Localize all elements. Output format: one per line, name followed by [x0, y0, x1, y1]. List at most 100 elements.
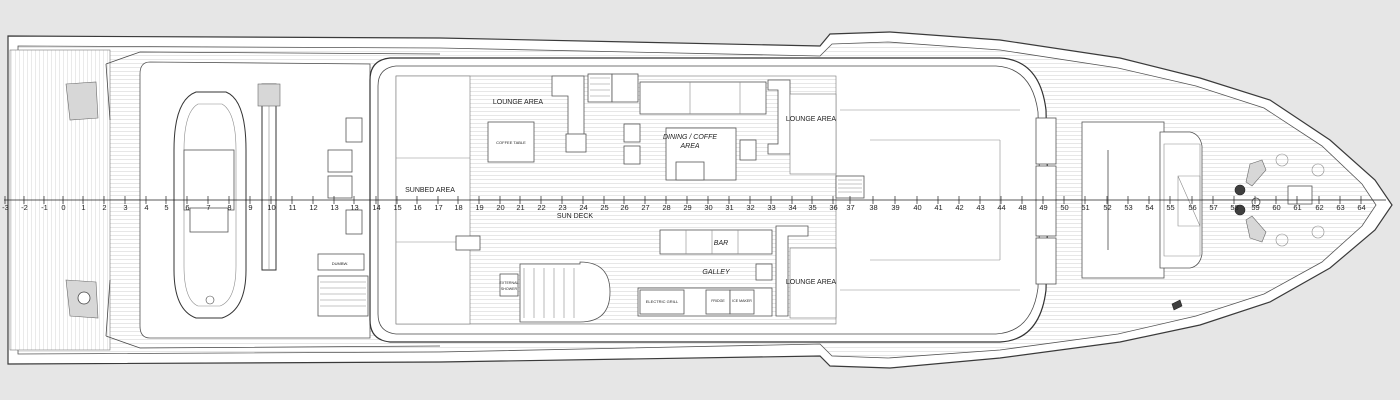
frame-number: 6	[185, 203, 189, 212]
frame-number: 9	[248, 203, 252, 212]
external-shower	[499, 273, 519, 297]
coffee-table-label: COFFEE TABLE	[496, 140, 526, 145]
bow-locker	[1287, 185, 1313, 205]
fridge	[705, 289, 731, 315]
frame-number: 13	[350, 203, 358, 212]
tender-inner	[183, 103, 237, 307]
frame-number: 29	[683, 203, 691, 212]
frame-number: 23	[558, 203, 566, 212]
frame-number: 26	[620, 203, 628, 212]
aft-bulwark-port	[105, 51, 441, 121]
frame-number: 64	[1357, 203, 1365, 212]
fwd-cushion-port	[1035, 117, 1057, 165]
bar-label: BAR	[714, 240, 728, 247]
frame-number: 15	[393, 203, 401, 212]
lounge-right-bottom-zone	[789, 247, 837, 319]
tender-console	[183, 149, 235, 211]
aft-cushion-3	[345, 117, 363, 143]
deck-grille	[835, 175, 865, 199]
galley-zone	[455, 235, 481, 251]
electric-grill	[639, 289, 685, 315]
frame-number: 54	[1145, 203, 1153, 212]
frame-number: 61	[1293, 203, 1301, 212]
frame-number: 1	[81, 203, 85, 212]
bow-hatch-circle	[1311, 225, 1325, 239]
frame-number: 57	[1209, 203, 1217, 212]
tender-cleat-icon	[205, 295, 215, 305]
frame-number: 44	[997, 203, 1005, 212]
frame-number: 24	[579, 203, 587, 212]
anchor-windlass-stbd	[1245, 215, 1267, 243]
lounge-area-right-bottom-label: LOUNGE AREA	[786, 279, 837, 286]
frame-number: 4	[144, 203, 148, 212]
frame-number: 40	[913, 203, 921, 212]
dining-chair-3	[739, 139, 757, 161]
frame-number: 25	[600, 203, 608, 212]
frame-number: 13	[330, 203, 338, 212]
frame-number: 58	[1230, 203, 1238, 212]
frame-number: 59	[1251, 203, 1259, 212]
lounge-area-top-label: LOUNGE AREA	[493, 99, 544, 106]
fridge-label: FRIDGE	[711, 299, 725, 303]
crane-base	[257, 83, 281, 107]
bow-hatch-circle	[1275, 153, 1289, 167]
frame-number: 10	[267, 203, 275, 212]
frame-number: 28	[662, 203, 670, 212]
frame-number: 17	[434, 203, 442, 212]
frame-number: 7	[206, 203, 210, 212]
frame-number: 42	[955, 203, 963, 212]
dumbwaiter-label: DUMBW.	[332, 261, 348, 266]
frame-number: 39	[891, 203, 899, 212]
frame-number: 34	[788, 203, 796, 212]
spiral-stair	[519, 261, 611, 323]
frame-number: 43	[976, 203, 984, 212]
bow-hatch-circle	[1311, 163, 1325, 177]
frame-number: 55	[1166, 203, 1174, 212]
electric-grill-label: ELECTRIC GRILL	[646, 299, 679, 304]
frame-number: 19	[475, 203, 483, 212]
cabinet-top	[611, 73, 639, 103]
aft-seat-bench	[317, 275, 369, 317]
dining-area-label-1: DINING / COFFE	[663, 134, 717, 141]
sun-deck-label: SUN DECK	[557, 213, 594, 220]
tender-seat	[189, 207, 229, 233]
frame-number: 2	[102, 203, 106, 212]
bow-cleat	[1171, 299, 1183, 311]
frame-number: 49	[1039, 203, 1047, 212]
frame-number: 18	[454, 203, 462, 212]
frame-number: 8	[227, 203, 231, 212]
dumbwaiter	[317, 253, 365, 271]
frame-number: -1	[41, 203, 48, 212]
bow-seat-inner	[1163, 143, 1201, 257]
frame-number: 31	[725, 203, 733, 212]
frame-number: 11	[289, 203, 297, 212]
frame-number: 12	[309, 203, 317, 212]
galley-label: GALLEY	[702, 269, 731, 276]
frame-number: 41	[934, 203, 942, 212]
frame-number: 38	[869, 203, 877, 212]
chain-gypsy-icon	[1234, 204, 1246, 216]
frame-number: 30	[704, 203, 712, 212]
aft-stair-port	[65, 81, 99, 121]
ice-maker-label: ICE MAKER	[732, 299, 752, 303]
frame-number: 62	[1315, 203, 1323, 212]
aft-cushion-4	[345, 209, 363, 235]
frame-number: 22	[537, 203, 545, 212]
frame-number: 56	[1188, 203, 1196, 212]
frame-number: 32	[746, 203, 754, 212]
frame-number: 27	[641, 203, 649, 212]
frame-number: 14	[372, 203, 380, 212]
sink	[755, 263, 773, 281]
aft-bulwark-stbd	[105, 279, 441, 349]
frame-number: 16	[413, 203, 421, 212]
frame-number: -3	[2, 203, 9, 212]
dining-chair-1	[623, 123, 641, 143]
lounge-area-right-top-label: LOUNGE AREA	[786, 116, 837, 123]
frame-number: 0	[61, 203, 65, 212]
frame-ticks	[4, 196, 1362, 204]
frame-number: 53	[1124, 203, 1132, 212]
dining-sideboard	[639, 81, 767, 115]
frame-number: 50	[1060, 203, 1068, 212]
